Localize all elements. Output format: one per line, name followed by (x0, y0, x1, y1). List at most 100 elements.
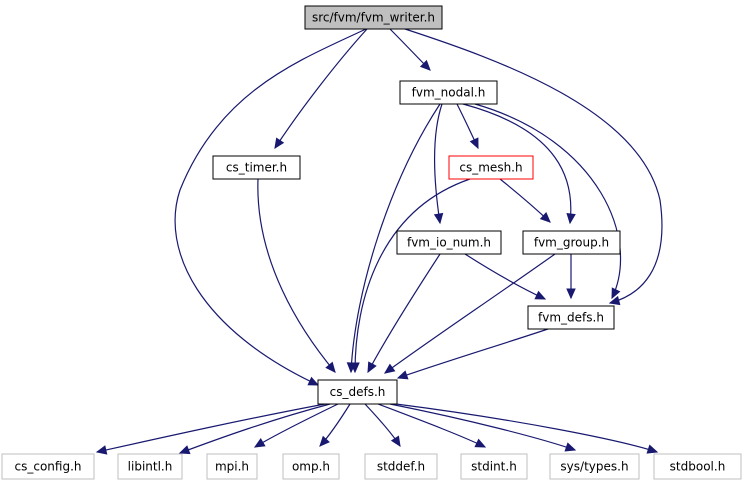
node-cs-timer[interactable]: cs_timer.h (212, 155, 301, 180)
arrow-head-icon (474, 438, 487, 448)
node-label: cs_timer.h (226, 161, 287, 175)
node-sys-types: sys/types.h (549, 453, 640, 480)
edge-line (367, 253, 441, 373)
node-label: stddef.h (377, 460, 425, 474)
node-label: fvm_group.h (534, 236, 609, 250)
edge-fvm_io_num-to-fvm_defs (464, 253, 547, 300)
node-cs-defs[interactable]: cs_defs.h (317, 379, 398, 405)
node-label: cs_config.h (15, 460, 82, 474)
node-box (206, 453, 258, 480)
node-label: fvm_io_num.h (407, 236, 491, 250)
node-box (212, 155, 301, 180)
node-label: libintl.h (128, 460, 173, 474)
edge-line (389, 403, 576, 451)
edge-line (474, 103, 622, 299)
edge-line (96, 403, 326, 453)
node-label: fvm_defs.h (538, 311, 604, 325)
edge-fvm_group-to-cs_defs (384, 253, 556, 374)
node-mpi: mpi.h (206, 453, 258, 480)
edge-cs_defs-to-stddef (364, 403, 401, 448)
arrow-head-icon (384, 363, 396, 374)
edge-cs_mesh-to-cs_defs (350, 178, 471, 374)
edge-line (404, 28, 663, 304)
node-box (282, 453, 340, 480)
edge-cs_defs-to-sys_types (389, 403, 577, 452)
arrow-head-icon (564, 442, 577, 452)
node-box (399, 80, 498, 105)
arrow-head-icon (396, 370, 409, 380)
edge-line (179, 403, 331, 454)
edge-fvm_nodal-to-cs_mesh (456, 103, 479, 150)
node-label: fvm_nodal.h (412, 86, 486, 100)
arrow-head-icon (95, 445, 108, 455)
edge-fvm_writer-to-cs_timer (274, 28, 368, 150)
node-box (527, 305, 615, 330)
edge-cs_mesh-to-fvm_group (499, 178, 551, 223)
arrow-head-icon (534, 290, 547, 300)
edge-cs_defs-to-mpi (253, 403, 339, 448)
node-omp: omp.h (282, 453, 340, 480)
node-label: src/fvm/fvm_writer.h (312, 11, 435, 25)
edge-fvm_nodal-to-fvm_defs (474, 103, 622, 300)
edge-cs_defs-to-libintl (178, 403, 331, 455)
arrow-head-icon (253, 437, 266, 448)
node-box (653, 453, 742, 480)
node-cs-mesh[interactable]: cs_mesh.h (448, 155, 534, 180)
arrow-head-icon (350, 362, 360, 374)
edge-line (257, 178, 336, 373)
node-box (364, 453, 438, 480)
edge-fvm_writer-to-cs_defs (174, 28, 367, 386)
node-stddef: stddef.h (364, 453, 438, 480)
arrow-head-icon (608, 295, 621, 306)
node-fvm-writer[interactable]: src/fvm/fvm_writer.h (304, 5, 443, 30)
arrow-head-icon (178, 445, 191, 455)
edge-fvm_io_num-to-cs_defs (367, 253, 441, 374)
edge-cs_defs-to-stdint (377, 403, 487, 448)
node-label: stdint.h (471, 460, 517, 474)
edge-cs_defs-to-cs_config (95, 403, 326, 455)
arrow-head-icon (319, 435, 330, 447)
edge-fvm_group-to-fvm_defs (566, 253, 576, 300)
node-box (460, 453, 528, 480)
node-stdint: stdint.h (460, 453, 528, 480)
arrow-head-icon (307, 376, 320, 386)
node-box (117, 453, 183, 480)
edge-fvm_nodal-to-fvm_io_num (433, 103, 444, 225)
node-box (522, 230, 621, 255)
node-fvm-io-num[interactable]: fvm_io_num.h (396, 230, 502, 255)
edge-cs_timer-to-cs_defs (257, 178, 336, 373)
node-fvm-group[interactable]: fvm_group.h (522, 230, 621, 255)
node-box (317, 379, 398, 405)
node-box (396, 230, 502, 255)
edge-line (499, 178, 551, 223)
arrow-head-icon (539, 211, 551, 223)
node-stdbool: stdbool.h (653, 453, 742, 480)
edge-line (397, 328, 549, 379)
edge-line (395, 403, 658, 453)
edge-line (354, 178, 471, 373)
edge-fvm_defs-to-cs_defs (396, 328, 549, 380)
edge-line (274, 28, 368, 149)
arrow-head-icon (433, 212, 444, 225)
edge-line (462, 103, 572, 224)
arrow-head-icon (566, 288, 576, 300)
edge-cs_defs-to-omp (319, 403, 351, 447)
node-fvm-defs[interactable]: fvm_defs.h (527, 305, 615, 330)
arrow-head-icon (566, 213, 576, 225)
node-label: cs_defs.h (330, 385, 386, 399)
node-box (304, 5, 443, 30)
arrow-head-icon (469, 137, 479, 150)
edge-fvm_writer-to-fvm_nodal (389, 28, 431, 71)
node-box (448, 155, 534, 180)
node-box (1, 453, 95, 480)
edge-line (384, 253, 556, 374)
edge-line (174, 28, 367, 386)
node-label: mpi.h (215, 460, 249, 474)
node-fvm-nodal[interactable]: fvm_nodal.h (399, 80, 498, 105)
node-label: sys/types.h (560, 460, 628, 474)
arrow-head-icon (419, 59, 431, 71)
node-label: cs_mesh.h (459, 161, 522, 175)
node-libintl: libintl.h (117, 453, 183, 480)
graph-edges (95, 28, 663, 455)
